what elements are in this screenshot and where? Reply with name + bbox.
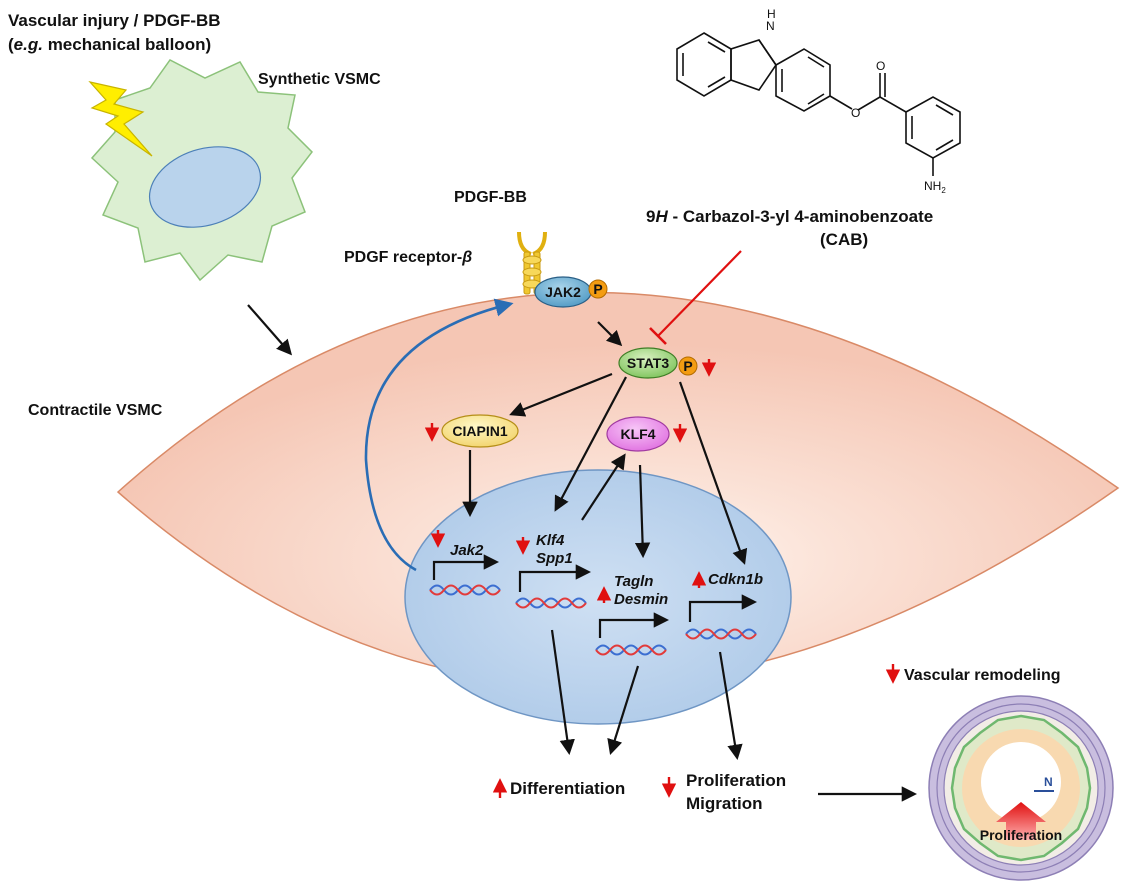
gene-desmin-label: Desmin xyxy=(614,591,668,608)
arrow-klf4gene-to-klf4 xyxy=(581,453,626,521)
arrow-stat3-to-cdkn1b xyxy=(678,381,748,565)
gene-cdkn1b-label: Cdkn1b xyxy=(708,571,763,588)
vessel-cross-section xyxy=(928,695,1114,881)
vessel-n-label: N xyxy=(1044,775,1053,789)
jak2-phospho-label: P xyxy=(593,281,602,297)
vascular-remodeling-label: Vascular remodeling xyxy=(904,667,1061,684)
arrow-tagln-to-differentiation xyxy=(607,665,640,755)
stat3-phospho xyxy=(678,356,698,376)
arrow-stat3-to-klf4-spp1 xyxy=(554,376,627,512)
gene-klf4-label: Klf4 xyxy=(536,532,565,549)
cab-abbrev-label: (CAB) xyxy=(820,230,868,249)
cab-prefix: 9 xyxy=(646,207,655,226)
stat3-node xyxy=(618,347,678,379)
vessel-proliferation-label: Proliferation xyxy=(980,827,1062,843)
nucleus xyxy=(404,469,792,725)
pdgf-receptor-beta: β xyxy=(461,249,472,266)
arrow-stat3-to-ciapin1 xyxy=(509,372,613,417)
dna-tagln-icon xyxy=(595,644,667,656)
mol-nh-sub: 2 xyxy=(941,186,946,195)
gene-spp1-label: Spp1 xyxy=(536,550,573,567)
gene-tagln-desmin-group xyxy=(595,612,670,656)
synthetic-nucleus xyxy=(148,146,262,228)
synthetic-vsmc-cell xyxy=(90,59,313,282)
dna-cdkn1b-icon xyxy=(685,628,757,640)
cab-inhibition-bar xyxy=(649,327,667,345)
injury-open-paren: ( xyxy=(8,35,14,54)
mol-nh: NH xyxy=(924,179,941,193)
jak2-phospho xyxy=(588,279,608,299)
gene-klf4-spp1-group xyxy=(515,564,592,609)
cab-rest: - Carbazol-3-yl 4-aminobenzoate xyxy=(668,207,933,226)
arrow-klf4-to-tagln xyxy=(634,464,651,559)
dna-jak2-icon xyxy=(429,584,501,596)
mol-h-atom: H xyxy=(767,7,776,21)
mol-n-atom: N xyxy=(766,19,775,33)
arrow-klf4gene-to-differentiation xyxy=(550,629,575,756)
stat3-phospho-label: P xyxy=(683,358,692,374)
mol-o-ester: O xyxy=(851,106,860,120)
mol-nh2: NH2 xyxy=(924,179,946,195)
ciapin1-label: CIAPIN1 xyxy=(452,423,507,439)
gene-jak2-group xyxy=(429,554,501,596)
lightning-icon xyxy=(88,81,153,157)
migration-label: Migration xyxy=(686,794,763,813)
pdgf-receptor-label: PDGF receptor-β xyxy=(344,249,472,266)
jak2-feedback-arrow xyxy=(364,298,514,572)
dna-klf4-icon xyxy=(515,597,587,609)
jak2-label: JAK2 xyxy=(545,284,581,300)
proliferation-label: Proliferation xyxy=(686,771,786,790)
synthetic-vsmc-label: Synthetic VSMC xyxy=(258,71,381,88)
differentiation-label: Differentiation xyxy=(510,779,625,798)
stat3-label: STAT3 xyxy=(627,355,669,371)
cab-inhibition-line xyxy=(657,250,742,337)
ciapin1-node xyxy=(441,414,519,448)
injury-rest: mechanical balloon) xyxy=(43,35,211,54)
gene-tagln-label: Tagln xyxy=(614,573,653,590)
gene-jak2-label: Jak2 xyxy=(450,542,484,559)
klf4-node xyxy=(606,416,670,452)
klf4-label: KLF4 xyxy=(621,426,656,442)
pdgf-receptor-icon xyxy=(517,231,547,295)
arrow-cdkn1b-to-proliferation xyxy=(718,651,743,761)
contractile-vsmc-label: Contractile VSMC xyxy=(28,402,163,419)
cab-name-label: 9H - Carbazol-3-yl 4-aminobenzoate xyxy=(646,207,933,226)
mol-o-carbonyl: O xyxy=(876,59,885,73)
injury-eg: e.g. xyxy=(14,35,43,54)
cab-molecule-structure xyxy=(676,32,961,176)
arrow-jak2-to-stat3 xyxy=(597,321,623,347)
injury-label-line2: (e.g. mechanical balloon) xyxy=(8,35,211,54)
pdgf-bb-label: PDGF-BB xyxy=(454,189,527,206)
cab-h: H xyxy=(655,207,668,226)
injury-label-line1: Vascular injury / PDGF-BB xyxy=(8,11,221,30)
gene-cdkn1b-group xyxy=(685,594,758,640)
arrow-synthetic-to-contractile xyxy=(247,304,293,356)
pdgf-receptor-text: PDGF receptor- xyxy=(344,249,462,266)
